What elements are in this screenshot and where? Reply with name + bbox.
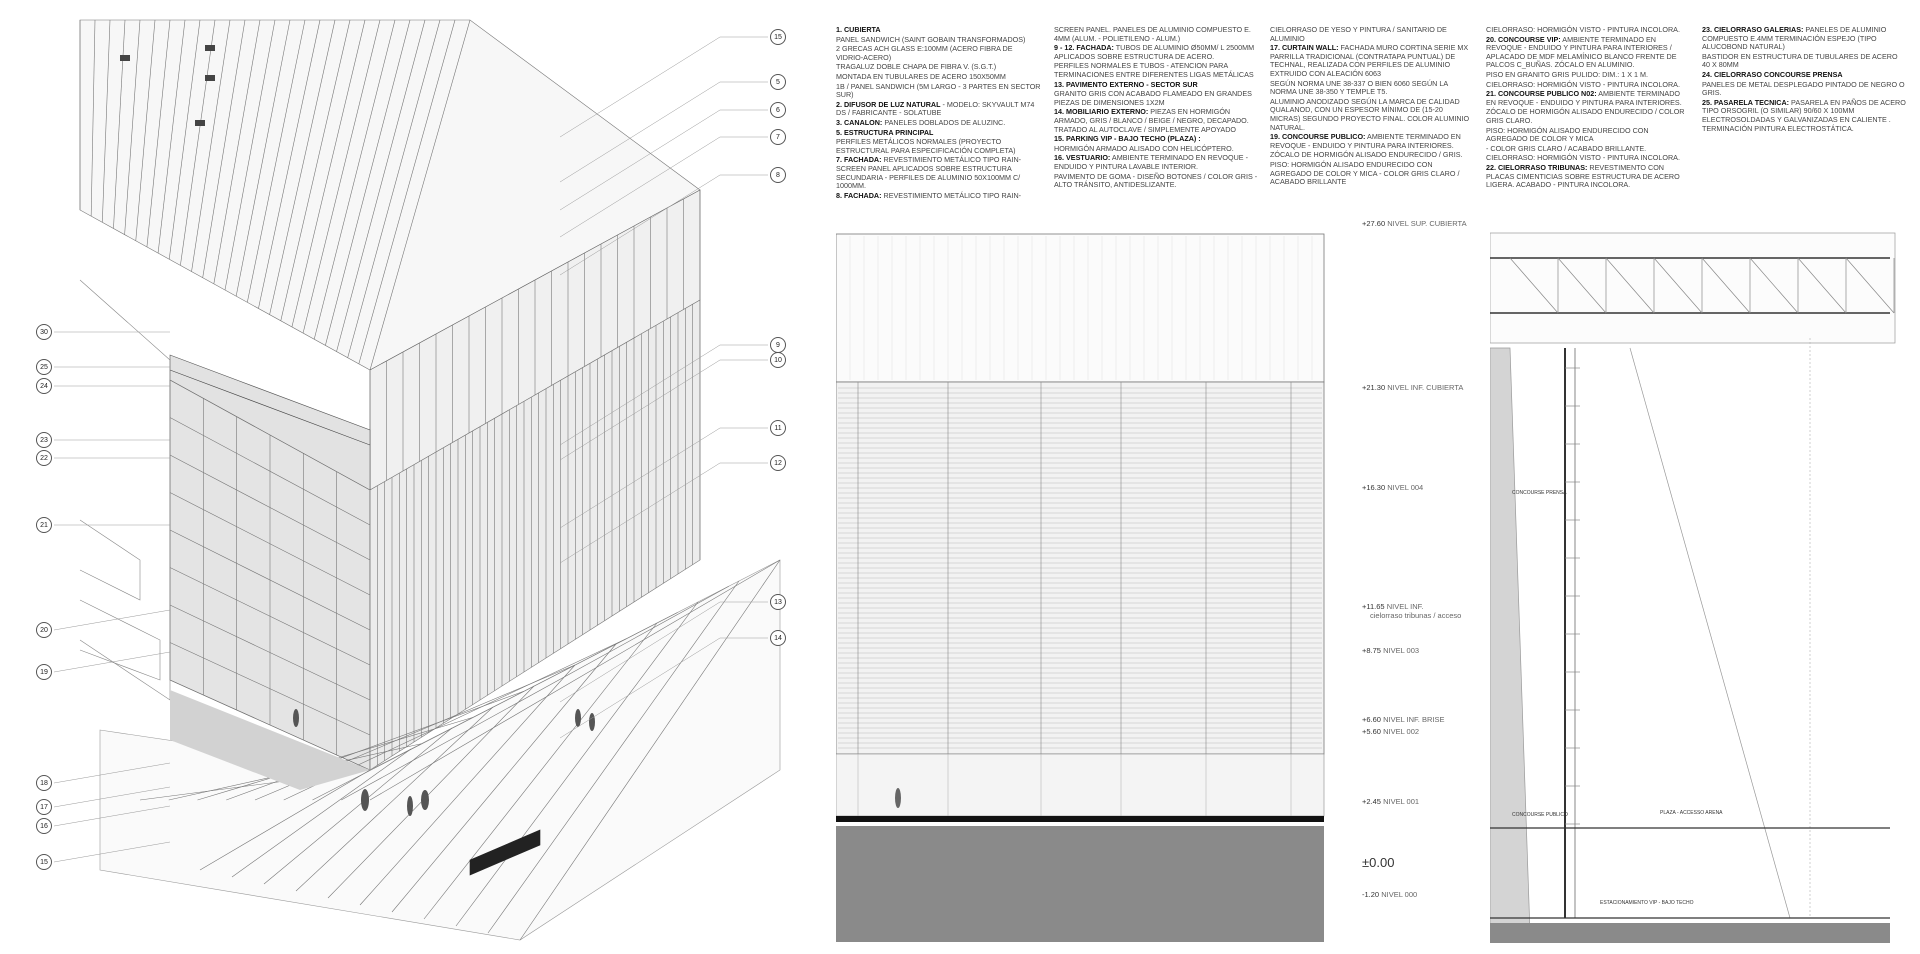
note-item: CIELORRASO: HORMIGÓN VISTO - PINTURA INC… [1486, 153, 1680, 163]
notes-column-3: CIELORRASO DE YESO Y PINTURA / SANITARIO… [1270, 25, 1475, 188]
note-item: MONTADA EN TUBULARES DE ACERO 150x50mm [836, 71, 1006, 81]
level-marker: +5.60 NIVEL 002 [1362, 727, 1420, 736]
level-marker: +16.30 NIVEL 004 [1362, 483, 1424, 492]
callout-6: 6 [770, 102, 786, 118]
note-item: 3. CANALON: PANELES DOBLADOS DE ALUZINC. [836, 117, 1006, 127]
label-concourse-publico: CONCOURSE PUBLICO [1512, 812, 1568, 818]
callout-left-25: 25 [36, 359, 52, 375]
note-item: 21. CONCOURSE PUBLICO N02: AMBIENTE TERM… [1486, 89, 1682, 107]
note-item: SEGÚN NORMA UNE 38-337 O BIEN 6060 SEGÚN… [1270, 78, 1448, 97]
callout-left-20: 20 [36, 622, 52, 638]
callout-9: 9 [770, 337, 786, 353]
level-marker: +2.45 NIVEL 001 [1362, 797, 1420, 806]
level-marker: +27.60 NIVEL SUP. CUBIERTA [1362, 219, 1467, 228]
note-item: PANEL SANDWICH (SAINT GOBAIN TRANSFORMAD… [836, 34, 1026, 44]
callout-left-18: 18 [36, 775, 52, 791]
callout-13: 13 [770, 594, 786, 610]
note-item: 2 GRECAS ACH GLASS e:100mm (ACERO FIBRA … [836, 44, 1013, 62]
note-item: PISO: HORMIGÓN ALISADO ENDURECIDO CON AG… [1486, 125, 1649, 144]
note-item: 1. CUBIERTA [836, 25, 881, 34]
callout-15: 15 [770, 29, 786, 45]
note-item: SCREEN PANEL. PANELES DE ALUMINIO COMPUE… [1054, 25, 1251, 43]
note-item: ZÓCALO DE HORMIGÓN ALISADO ENDURECIDO / … [1270, 150, 1463, 160]
facade-elevation [835, 232, 1326, 942]
label-plaza: PLAZA - ACCESSO ARENA [1660, 810, 1723, 816]
notes-column-2: SCREEN PANEL. PANELES DE ALUMINIO COMPUE… [1054, 25, 1259, 191]
note-item: 25. PASARELA TECNICA: PASARELA EN PAÑOS … [1702, 97, 1906, 133]
note-item: 15. PARKING VIP - BAJO TECHO (PLAZA) : [1054, 134, 1201, 144]
callout-7: 7 [770, 129, 786, 145]
notes-column-4: CIELORRASO: HORMIGÓN VISTO - PINTURA INC… [1486, 25, 1691, 191]
callout-left-19: 19 [36, 664, 52, 680]
note-item: 13. PAVIMENTO EXTERNO - SECTOR SUR [1054, 79, 1198, 89]
facade-panels [369, 190, 701, 490]
callout-11: 11 [770, 420, 786, 436]
callout-8: 8 [770, 167, 786, 183]
callout-left-23: 23 [36, 432, 52, 448]
note-item: PERFILES METÁLICOS NORMALES (PROYECTO ES… [836, 137, 1016, 155]
callout-10: 10 [770, 352, 786, 368]
level-marker: +11.65 NIVEL INF.cielorraso tribunas / a… [1362, 602, 1462, 620]
callout-left-17: 17 [36, 799, 52, 815]
wall-section: CONCOURSE PRENSA CONCOURSE PUBLICO PLAZA… [1489, 228, 1910, 943]
note-item: ZÓCALO DE HORMIGÓN ALISADO ENDURECIDO / … [1486, 107, 1685, 125]
level-marker: +8.75 NIVEL 003 [1362, 646, 1420, 655]
note-item: 7. FACHADA: REVESTIMIENTO METÁLICO TIPO … [836, 155, 1022, 191]
note-item: 2. DIFUSOR DE LUZ NATURAL - Modelo: Skyv… [836, 99, 1035, 118]
note-item: 20. CONCOURSE VIP: AMBIENTE TERMINADO EN… [1486, 34, 1677, 70]
callout-left-24: 24 [36, 378, 52, 394]
callout-12: 12 [770, 455, 786, 471]
axonometric-drawing [53, 19, 781, 941]
level-annotations: +27.60 NIVEL SUP. CUBIERTA +21.30 NIVEL I… [1362, 215, 1502, 915]
note-item: GRANITO GRIS CON ACABADO FLAMEADO EN GRA… [1054, 89, 1252, 107]
note-item: 1b / PANEL SANDWICH (5m largo - 3 partes… [836, 81, 1041, 100]
note-item: CIELORRASO DE YESO Y PINTURA / SANITARIO… [1270, 25, 1447, 43]
callout-14: 14 [770, 630, 786, 646]
note-item: PANELES DE METAL DESPLEGADO pintado de n… [1702, 79, 1905, 98]
note-item: BASTIDOR EN ESTRUCTURA DE TUBULARES DE A… [1702, 51, 1898, 70]
level-marker: -1.20 NIVEL 000 [1362, 890, 1418, 899]
note-item: 5. ESTRUCTURA PRINCIPAL [836, 127, 934, 137]
label-parking: ESTACIONAMIENTO VIP - BAJO TECHO [1600, 900, 1694, 906]
note-item: 14. MOBILIARIO EXTERNO: PIEZAS EN HORMIG… [1054, 107, 1249, 134]
level-marker: +6.60 NIVEL INF. BRISE [1362, 715, 1445, 724]
note-item: PISO EN GRANITO GRIS PULIDO: DIM.: 1 x 1… [1486, 69, 1649, 79]
roof-ribs [79, 19, 471, 371]
brise-soleil-tubes [369, 300, 701, 770]
note-item: 9 - 12. FACHADA: TUBOS DE ALUMINIO ø50mm… [1054, 43, 1255, 61]
note-item: 8. FACHADA: REVESTIMIENTO METÁLICO TIPO … [836, 190, 1022, 200]
section-drawing [1489, 232, 1896, 943]
note-item: PISO: HORMIGÓN ALISADO ENDURECIDO CON AG… [1270, 159, 1460, 187]
note-item: 16. VESTUARIO: AMBIENTE TERMINADO EN REV… [1054, 153, 1248, 171]
note-item: TRAGALUZ DOBLE CHAPA DE FIBRA V. (S.G.T.… [836, 62, 997, 72]
callout-left-30: 30 [36, 324, 52, 340]
callout-left-16: 16 [36, 818, 52, 834]
note-item: 17. CURTAIN WALL: FACHADA MURO CORTINA S… [1270, 43, 1469, 78]
note-item: PAVIMENTO DE GOMA - DISEÑO BOTONES / COL… [1054, 171, 1258, 190]
note-item: 24. CIELORRASO CONCOURSE PRENSA [1702, 69, 1843, 79]
note-item: CIELORRASO: HORMIGÓN VISTO - PINTURA INC… [1486, 79, 1680, 89]
notes-column-5: 23. CIELORRASO GALERIAS: PANELES DE ALUM… [1702, 25, 1907, 134]
note-item: 22. CIELORRASO TRIBUNAS: REVESTIMENTO CO… [1486, 162, 1680, 190]
callout-left-21: 21 [36, 517, 52, 533]
note-item: PERFILES NORMALES E TUBOS - ATENCION PAR… [1054, 61, 1254, 79]
level-marker: ±0.00 [1362, 855, 1395, 870]
note-item: 23. CIELORRASO GALERIAS: PANELES DE ALUM… [1702, 25, 1887, 52]
note-item: CIELORRASO: HORMIGÓN VISTO - PINTURA INC… [1486, 25, 1680, 34]
callout-left-22: 22 [36, 450, 52, 466]
label-concourse-prensa: CONCOURSE PRENSA [1512, 490, 1567, 496]
note-item: 19. CONCOURSE PUBLICO: AMBIENTE TERMINAD… [1270, 132, 1461, 150]
callout-left-15: 15 [36, 854, 52, 870]
level-marker: +21.30 NIVEL INF. CUBIERTA [1362, 383, 1464, 392]
note-item: - COLOR GRIS CLARO / ACABADO BRILLANTE. [1486, 143, 1647, 153]
callout-5: 5 [770, 74, 786, 90]
elevation-drawing [835, 233, 1325, 942]
note-item: HORMIGÓN ARMADO ALISADO CON HELICÓPTERO. [1054, 143, 1234, 153]
human-figures [293, 709, 595, 816]
note-item: ALUMINIO ANODIZADO SEGÚN LA MARCA DE CAL… [1270, 96, 1470, 132]
